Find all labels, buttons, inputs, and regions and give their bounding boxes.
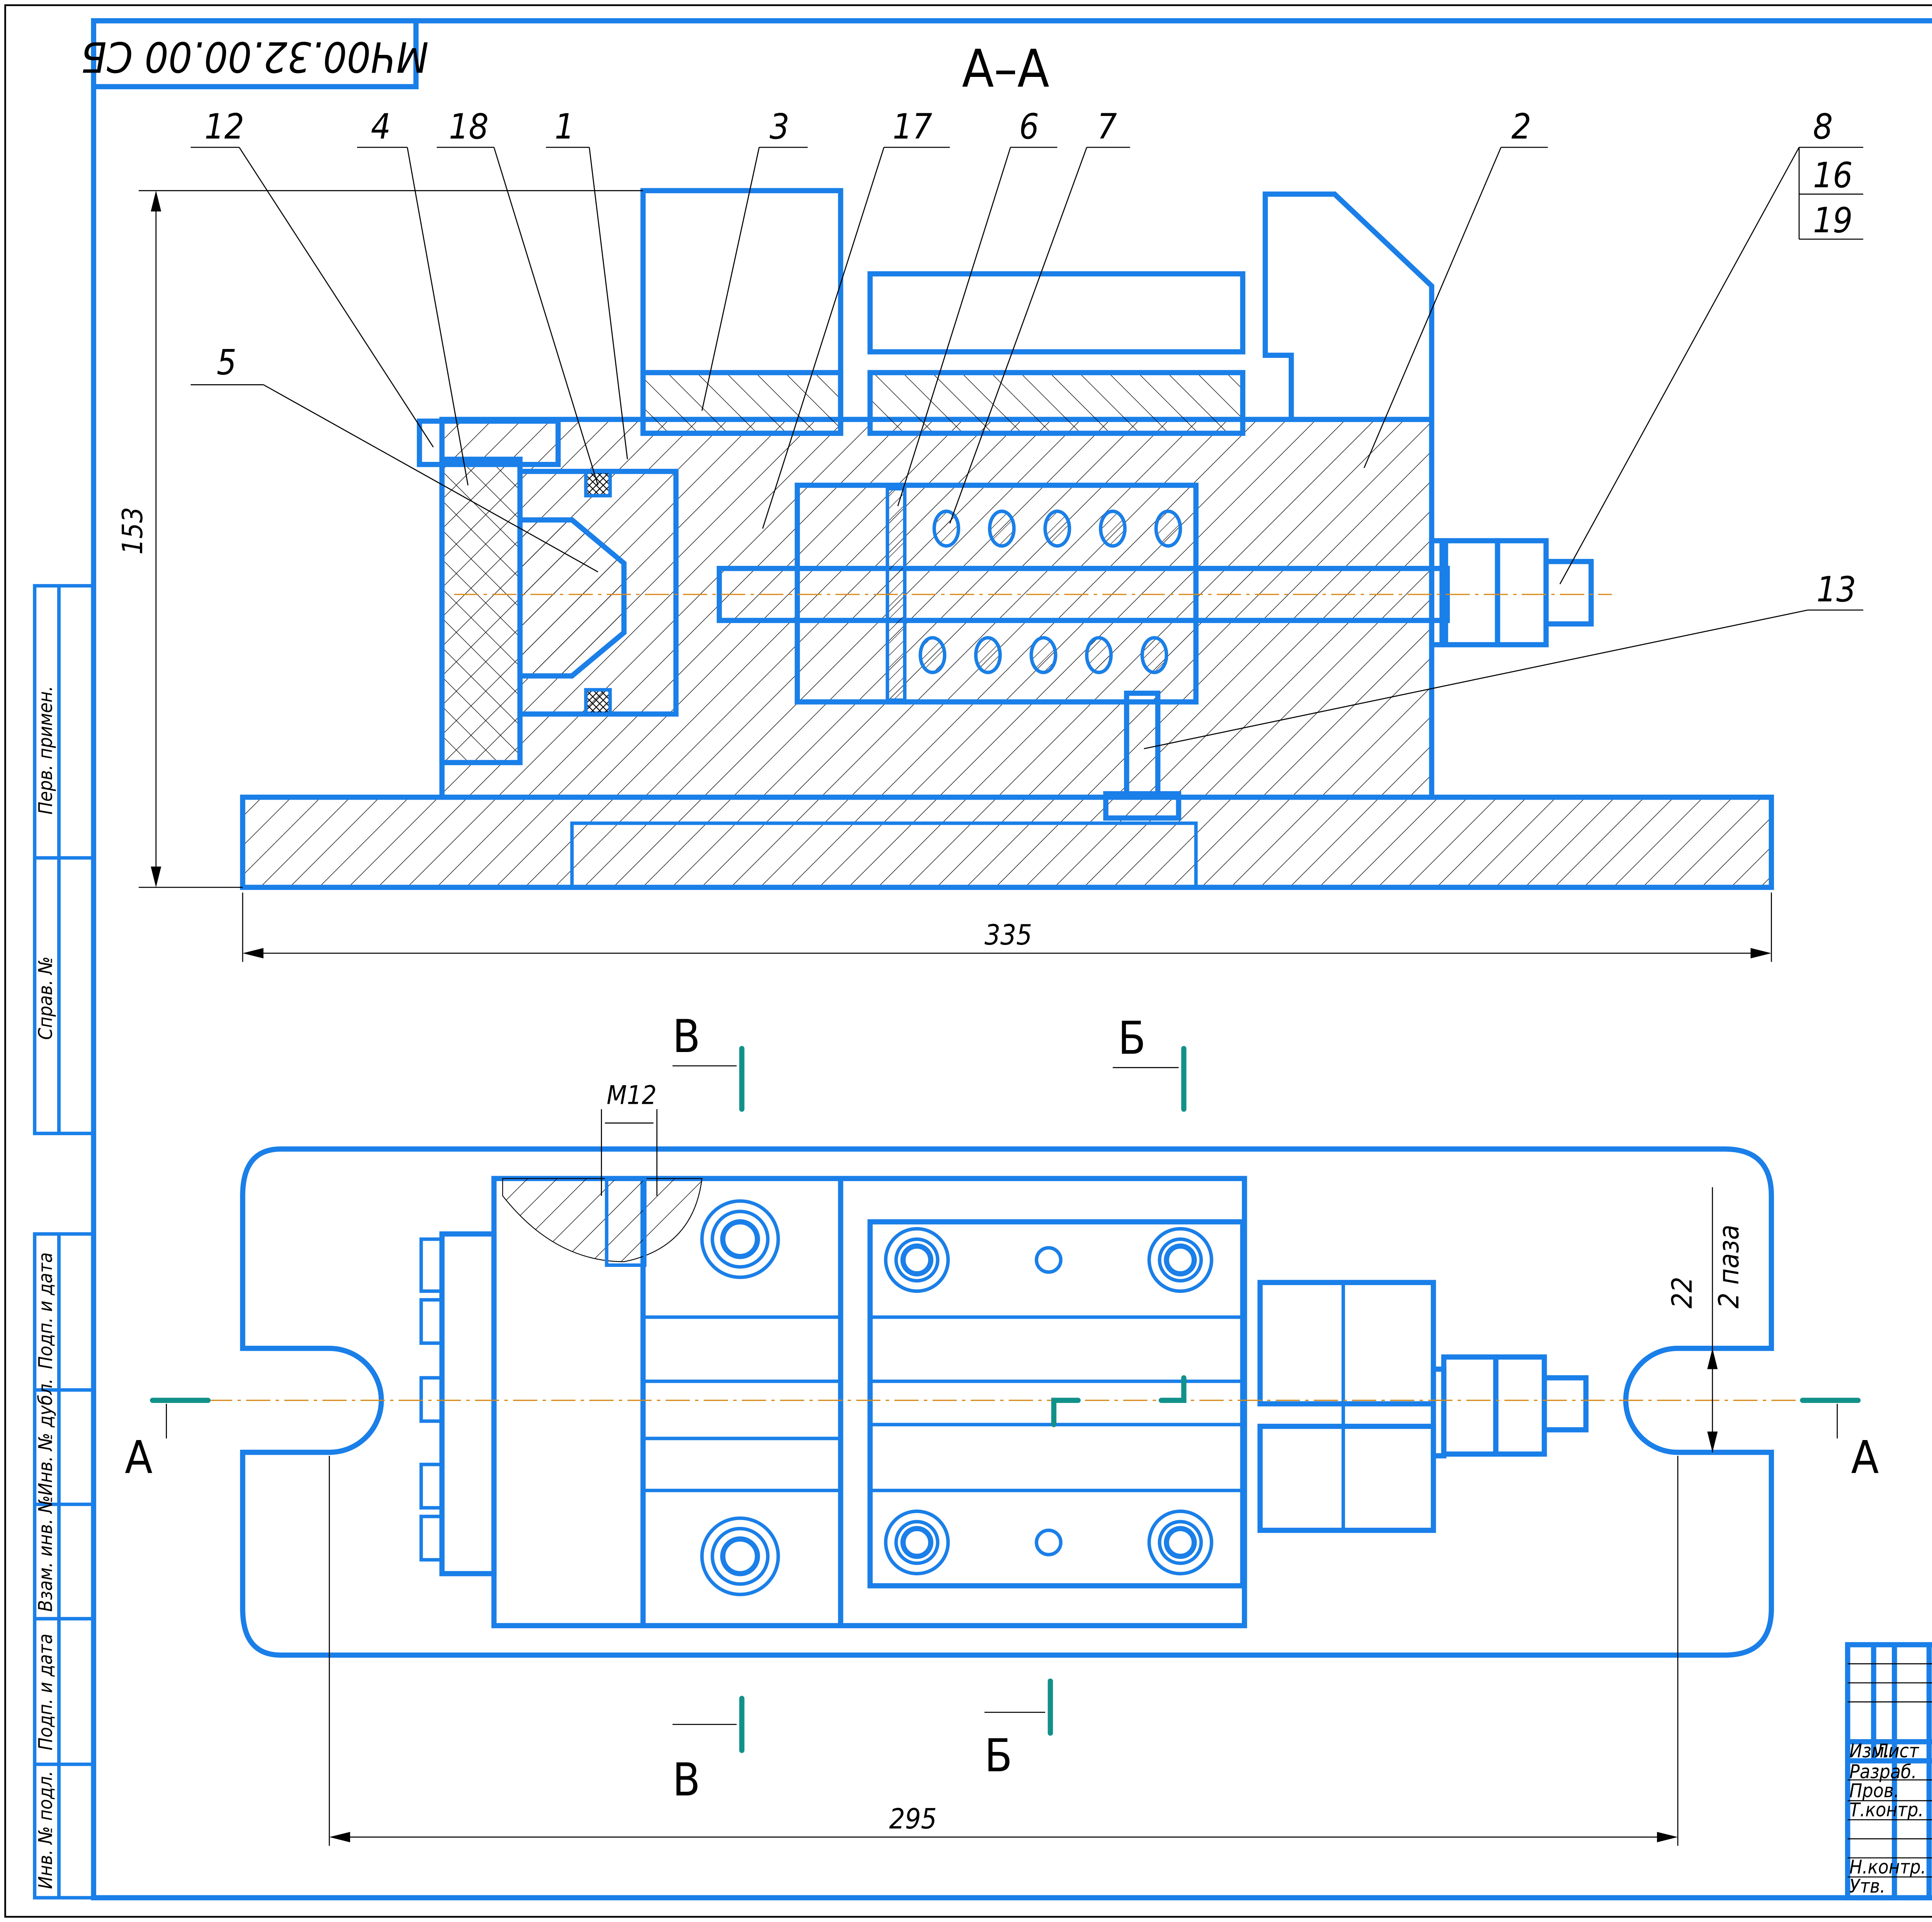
callout-16: 16 <box>1813 155 1853 196</box>
cut-label-b-bottom: Б <box>985 1730 1012 1782</box>
side-stamp: Перв. примен. Справ. № Подп. и дата Инв.… <box>33 584 95 1900</box>
cut-label-a-right: А <box>1851 1432 1879 1484</box>
stamp-field-perv-primen: Перв. примен. <box>34 686 57 814</box>
role-approved: Утв. <box>1849 1875 1885 1897</box>
header-list: Лист <box>1874 1740 1919 1762</box>
dimension-335: 335 <box>985 919 1032 951</box>
callout-19: 19 <box>1813 201 1853 241</box>
plan-view: М12 22 2 паза 295 А А В Б В Б <box>125 1011 1879 1846</box>
dimension-295: 295 <box>889 1803 937 1835</box>
callout-7: 7 <box>1097 107 1117 147</box>
callouts-aa <box>190 146 1864 749</box>
role-norm-control: Н.контр. <box>1849 1856 1926 1878</box>
callout-13: 13 <box>1816 570 1856 610</box>
sheet-frame <box>4 4 1932 1918</box>
stamp-field-inv-dubl: Инв. № дубл. <box>34 1378 57 1496</box>
thread-label-m12: М12 <box>607 1080 656 1110</box>
rotated-code-text: МЧ00.32.00.00 СБ <box>81 32 429 81</box>
cut-plane-marks <box>150 1046 1861 1753</box>
section-aa-view: А–А <box>116 38 1864 962</box>
title-block: МЧ00.32.00.00 СБ Приспособление для наре… <box>1845 1642 1932 1900</box>
callout-3: 3 <box>770 107 789 147</box>
stamp-field-vzam-inv: Взам. инв. № <box>34 1495 57 1612</box>
callout-5: 5 <box>217 343 236 383</box>
cut-label-v-bottom: В <box>672 1754 700 1806</box>
stamp-field-sprav: Справ. № <box>34 957 57 1040</box>
cut-label-v-top: В <box>672 1011 700 1063</box>
role-checker: Пров. <box>1849 1779 1899 1802</box>
cut-label-b-top: Б <box>1118 1012 1146 1064</box>
callout-12: 12 <box>204 107 244 147</box>
stamp-field-inv-podl: Инв. № подл. <box>34 1771 57 1889</box>
callout-18: 18 <box>449 107 489 147</box>
section-aa-title: А–А <box>962 38 1049 99</box>
slot-note: 2 паза <box>1713 1224 1745 1308</box>
callout-17: 17 <box>893 107 932 147</box>
stamp-field-podp-data-2: Подп. и дата <box>34 1634 57 1750</box>
rotated-code-box: МЧ00.32.00.00 СБ <box>81 18 429 89</box>
callout-8: 8 <box>1813 107 1833 147</box>
cut-label-a-left: А <box>125 1432 153 1484</box>
callout-6: 6 <box>1019 107 1039 147</box>
bolt-heads <box>700 1199 1213 1596</box>
callout-2: 2 <box>1511 107 1531 147</box>
stamp-field-podp-data-1: Подп. и дата <box>34 1252 57 1369</box>
header-izm: Изм. <box>1849 1740 1889 1762</box>
spring-7 <box>918 509 1182 674</box>
dimension-153: 153 <box>116 507 149 555</box>
role-developer: Разраб. <box>1849 1760 1917 1783</box>
slot-dimension-22: 22 <box>1666 1277 1698 1308</box>
role-tech-control: Т.контр. <box>1849 1798 1923 1821</box>
callout-1: 1 <box>554 107 574 147</box>
callout-4: 4 <box>371 107 391 147</box>
